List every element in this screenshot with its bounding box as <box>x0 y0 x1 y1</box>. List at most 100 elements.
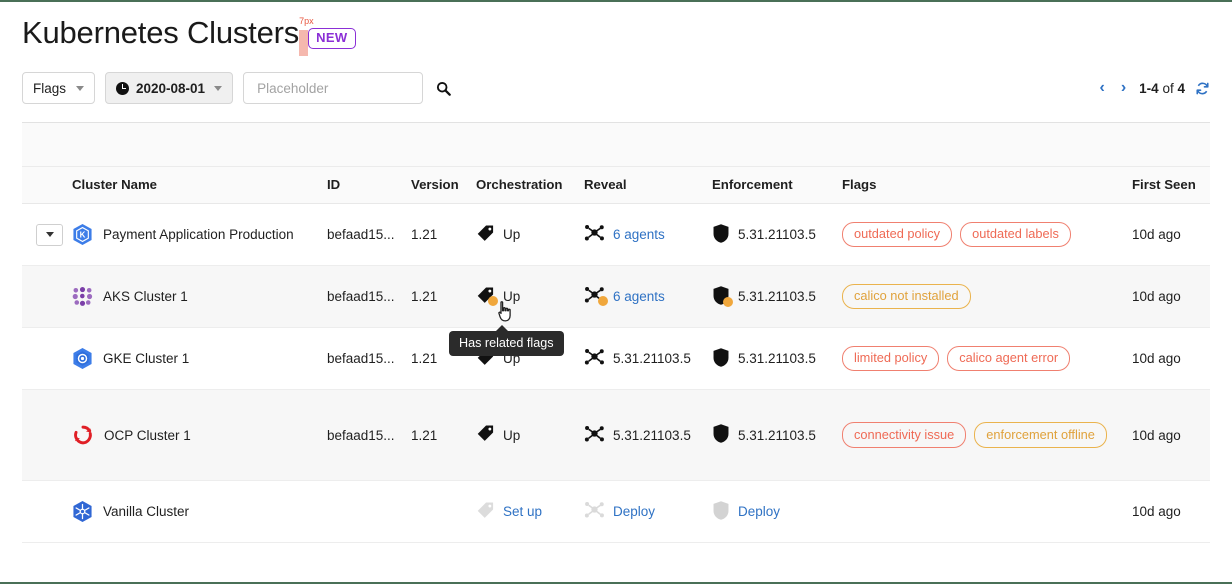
col-reveal: Reveal <box>584 167 712 205</box>
search-box[interactable] <box>243 72 451 105</box>
col-first-seen: First Seen <box>1132 167 1210 205</box>
shield-icon[interactable] <box>712 500 730 524</box>
cell-first-seen: 10d ago <box>1132 265 1210 328</box>
cell-cluster-name[interactable]: OCP Cluster 1 <box>72 389 327 481</box>
flag-pill[interactable]: enforcement offline <box>974 422 1107 448</box>
cell-reveal[interactable]: 5.31.21103.5 <box>584 389 712 481</box>
cell-flags[interactable]: calico not installed <box>842 265 1132 328</box>
cell-label: 5.31.21103.5 <box>613 427 691 443</box>
clock-icon <box>116 81 129 95</box>
flag-pill[interactable]: outdated policy <box>842 221 953 248</box>
cell-orchestration[interactable]: Up <box>476 389 584 481</box>
cell-reveal[interactable]: 5.31.21103.5 <box>584 328 712 390</box>
cell-enforcement[interactable]: 5.31.21103.5 <box>712 328 842 390</box>
cell-cluster-name[interactable]: Vanilla Cluster <box>72 481 327 543</box>
cell-flags[interactable] <box>842 481 1132 543</box>
cell-enforcement[interactable]: 5.31.21103.5 <box>712 389 842 481</box>
table-row[interactable]: OCP Cluster 1 befaad15... 1.21 Up <box>22 389 1210 481</box>
cell-version: 1.21 <box>411 265 476 328</box>
agents-icon[interactable] <box>584 285 608 308</box>
cell-expander[interactable] <box>22 204 72 266</box>
cell-id: befaad15... <box>327 351 395 367</box>
agents-cell[interactable]: Deploy <box>584 500 712 523</box>
flag-pill[interactable]: limited policy <box>842 345 940 372</box>
chevron-down-icon <box>214 85 223 91</box>
cell-orchestration[interactable]: Up <box>476 204 584 266</box>
search-input[interactable] <box>255 79 437 97</box>
search-icon[interactable] <box>436 81 451 96</box>
shield-cell: 5.31.21103.5 <box>712 223 842 247</box>
agents-icon[interactable] <box>584 500 605 523</box>
cell-enforcement[interactable]: 5.31.21103.5 <box>712 204 842 266</box>
clusters-table: Cluster Name ID Version Orchestration Re… <box>22 167 1210 543</box>
col-id: ID <box>327 167 411 205</box>
cell-label[interactable]: Deploy <box>613 504 656 520</box>
cell-cluster-name[interactable]: AKS Cluster 1 <box>72 265 327 328</box>
cell-id: befaad15... <box>327 265 411 328</box>
agents-cell[interactable]: 6 agents <box>584 285 712 308</box>
cell-first-seen: 10d ago <box>1132 351 1181 367</box>
table-row[interactable]: K Payment Application Production befaad1… <box>22 204 1210 266</box>
tag-icon <box>476 224 495 246</box>
cell-flags[interactable]: limited policy calico agent error <box>842 328 1132 390</box>
agents-cell: 5.31.21103.5 <box>584 424 712 447</box>
table-toolbar-band <box>22 123 1210 168</box>
flag-pill[interactable]: calico agent error <box>947 345 1071 372</box>
cell-cluster-name[interactable]: GKE Cluster 1 <box>72 328 327 390</box>
cell-orchestration[interactable]: Up <box>476 265 584 328</box>
cell-label[interactable]: 6 agents <box>613 289 665 305</box>
cell-reveal[interactable]: 6 agents <box>584 265 712 328</box>
table-row[interactable]: Vanilla Cluster Set up <box>22 481 1210 543</box>
cell-label: 5.31.21103.5 <box>738 227 816 243</box>
shield-cell[interactable]: Deploy <box>712 500 842 524</box>
tag-icon[interactable] <box>476 501 495 523</box>
table-row[interactable]: AKS Cluster 1 befaad15... 1.21 Up <box>22 265 1210 328</box>
cell-label: Up <box>503 227 521 243</box>
cell-expander <box>22 389 72 481</box>
cell-orchestration[interactable]: Set up <box>476 481 584 543</box>
row-expander-button[interactable] <box>36 223 63 246</box>
cell-reveal[interactable]: 6 agents <box>584 204 712 266</box>
cell-label[interactable]: Set up <box>503 504 543 520</box>
cell-reveal[interactable]: Deploy <box>584 481 712 543</box>
agents-cell[interactable]: 6 agents <box>584 223 712 246</box>
shield-cell: 5.31.21103.5 <box>712 285 842 309</box>
next-page-button[interactable]: › <box>1120 79 1127 97</box>
table-row[interactable]: GKE Cluster 1 befaad15... 1.21 Up <box>22 328 1210 390</box>
col-expander <box>22 167 72 205</box>
warning-dot-icon <box>488 295 498 306</box>
cell-label: Up <box>503 427 521 443</box>
tag-icon <box>476 286 498 308</box>
cell-label[interactable]: 6 agents <box>613 227 665 243</box>
flag-pill[interactable]: connectivity issue <box>842 422 967 448</box>
warning-dot-icon <box>598 296 608 307</box>
agents-icon[interactable] <box>584 223 605 246</box>
prev-page-button[interactable]: ‹ <box>1099 79 1105 97</box>
cell-expander <box>22 328 72 390</box>
cell-flags[interactable]: connectivity issue enforcement offline <box>842 389 1132 481</box>
tag-cell[interactable]: Set up <box>476 501 584 523</box>
refresh-icon[interactable] <box>1195 81 1210 96</box>
flags-filter-dropdown[interactable]: Flags <box>22 72 95 105</box>
cell-enforcement[interactable]: 5.31.21103.5 <box>712 265 842 328</box>
flag-pill[interactable]: outdated labels <box>960 221 1071 248</box>
cell-expander <box>22 265 72 328</box>
cell-first-seen: 10d ago <box>1132 227 1181 243</box>
pagination-total: 4 <box>1177 80 1185 96</box>
tag-cell: Up <box>476 424 584 446</box>
cell-cluster-name[interactable]: K Payment Application Production <box>72 204 327 266</box>
page-title: Kubernetes Clusters <box>22 15 300 50</box>
tag-icon <box>476 424 495 446</box>
shield-icon <box>712 223 730 247</box>
date-filter-dropdown[interactable]: 2020-08-01 <box>105 72 234 105</box>
cell-label[interactable]: Deploy <box>738 504 781 520</box>
cell-first-seen: 10d ago <box>1132 504 1181 520</box>
cell-enforcement[interactable]: Deploy <box>712 481 842 543</box>
cluster-name-label: GKE Cluster 1 <box>103 351 190 367</box>
cell-flags[interactable]: outdated policy outdated labels <box>842 204 1132 266</box>
bottom-accent-rule <box>0 582 1232 584</box>
cluster-name-label: OCP Cluster 1 <box>104 427 191 443</box>
kubernetes-wheel-icon <box>72 500 93 523</box>
cell-version: 1.21 <box>411 227 438 243</box>
flag-pill[interactable]: calico not installed <box>842 283 971 310</box>
